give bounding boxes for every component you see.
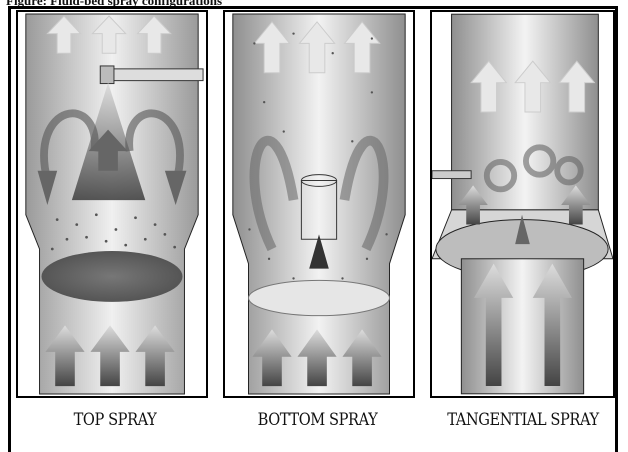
tangential-spray-illustration bbox=[432, 12, 613, 396]
tangential-spray-label: TANGENTIAL SPRAY bbox=[433, 410, 614, 430]
bottom-spray-diagram bbox=[223, 10, 415, 398]
top-spray-illustration bbox=[18, 12, 206, 396]
top-spray-diagram bbox=[16, 10, 208, 398]
top-spray-label: TOP SPRAY bbox=[33, 410, 196, 430]
tangential-spray-diagram bbox=[430, 10, 615, 398]
bottom-spray-label: BOTTOM SPRAY bbox=[221, 410, 415, 430]
bottom-spray-illustration bbox=[225, 12, 413, 396]
